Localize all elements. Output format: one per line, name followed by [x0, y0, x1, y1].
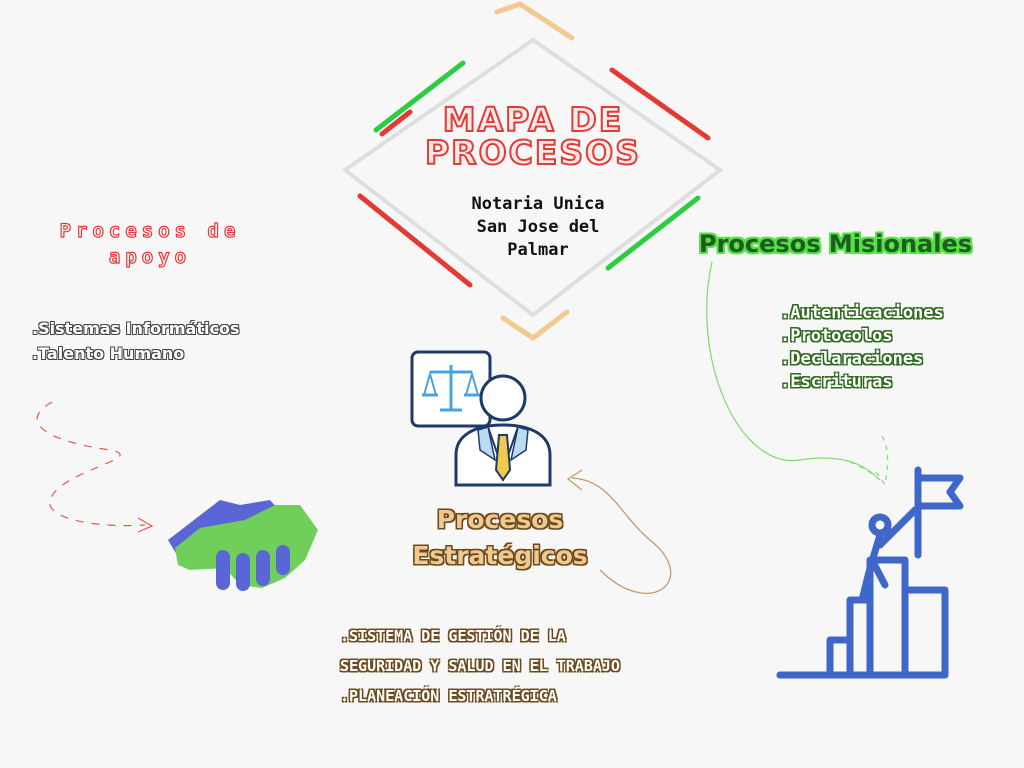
- lawyer-scales-icon: [410, 350, 552, 487]
- notary-name-line2: San Jose del: [476, 217, 600, 237]
- apoyo-connector: [36, 401, 146, 527]
- apoyo-item: .Sistemas Informáticos: [32, 319, 240, 338]
- estrategicos-title-line2: Estratégicos: [412, 541, 588, 570]
- estrategicos-title-line1: Procesos: [436, 505, 564, 534]
- misionales-item: .Declaraciones: [780, 349, 924, 369]
- handshake-icon: [168, 500, 318, 591]
- estrategicos-list: .SISTEMA DE GESTIÓN DE LA SEGURIDAD Y SA…: [340, 621, 620, 711]
- apoyo-title-line2: apoyo: [108, 245, 192, 268]
- notary-name-line1: Notaria Unica: [471, 194, 605, 214]
- map-title-line2: PROCESOS: [424, 133, 641, 172]
- estrategicos-title: Procesos Estratégicos: [395, 502, 605, 574]
- estrategicos-item: .PLANEACIÓN ESTRATRÉGICA: [340, 687, 557, 705]
- misionales-connector: [706, 261, 881, 481]
- notary-name-line3: Palmar: [507, 240, 569, 260]
- summit-flag-icon: [776, 466, 964, 679]
- apoyo-arrowhead: [137, 517, 154, 533]
- estrategicos-connector: [571, 477, 672, 594]
- misionales-item: .Escrituras: [780, 372, 893, 392]
- misionales-list: .Autenticaciones .Protocolos .Declaracio…: [780, 302, 944, 394]
- summit-arrow: [849, 435, 889, 487]
- diamond-frame: [341, 1, 724, 341]
- apoyo-item: .Talento Humano: [32, 344, 185, 363]
- apoyo-title: Procesos de apoyo: [10, 218, 290, 270]
- apoyo-title-line1: Procesos de: [59, 219, 241, 242]
- map-title-line1: MAPA DE: [442, 100, 624, 139]
- misionales-title: Procesos Misionales: [699, 230, 973, 258]
- estrategicos-item: .SISTEMA DE GESTIÓN DE LA: [340, 627, 566, 645]
- estrategicos-arrowhead: [566, 469, 583, 491]
- map-title: MAPA DE PROCESOS: [408, 100, 658, 172]
- notary-name: Notaria Unica San Jose del Palmar: [428, 193, 648, 262]
- misionales-item: .Autenticaciones: [780, 303, 944, 323]
- estrategicos-item: SEGURIDAD Y SALUD EN EL TRABAJO: [340, 657, 620, 675]
- misionales-item: .Protocolos: [780, 326, 893, 346]
- apoyo-list: .Sistemas Informáticos .Talento Humano: [32, 316, 239, 366]
